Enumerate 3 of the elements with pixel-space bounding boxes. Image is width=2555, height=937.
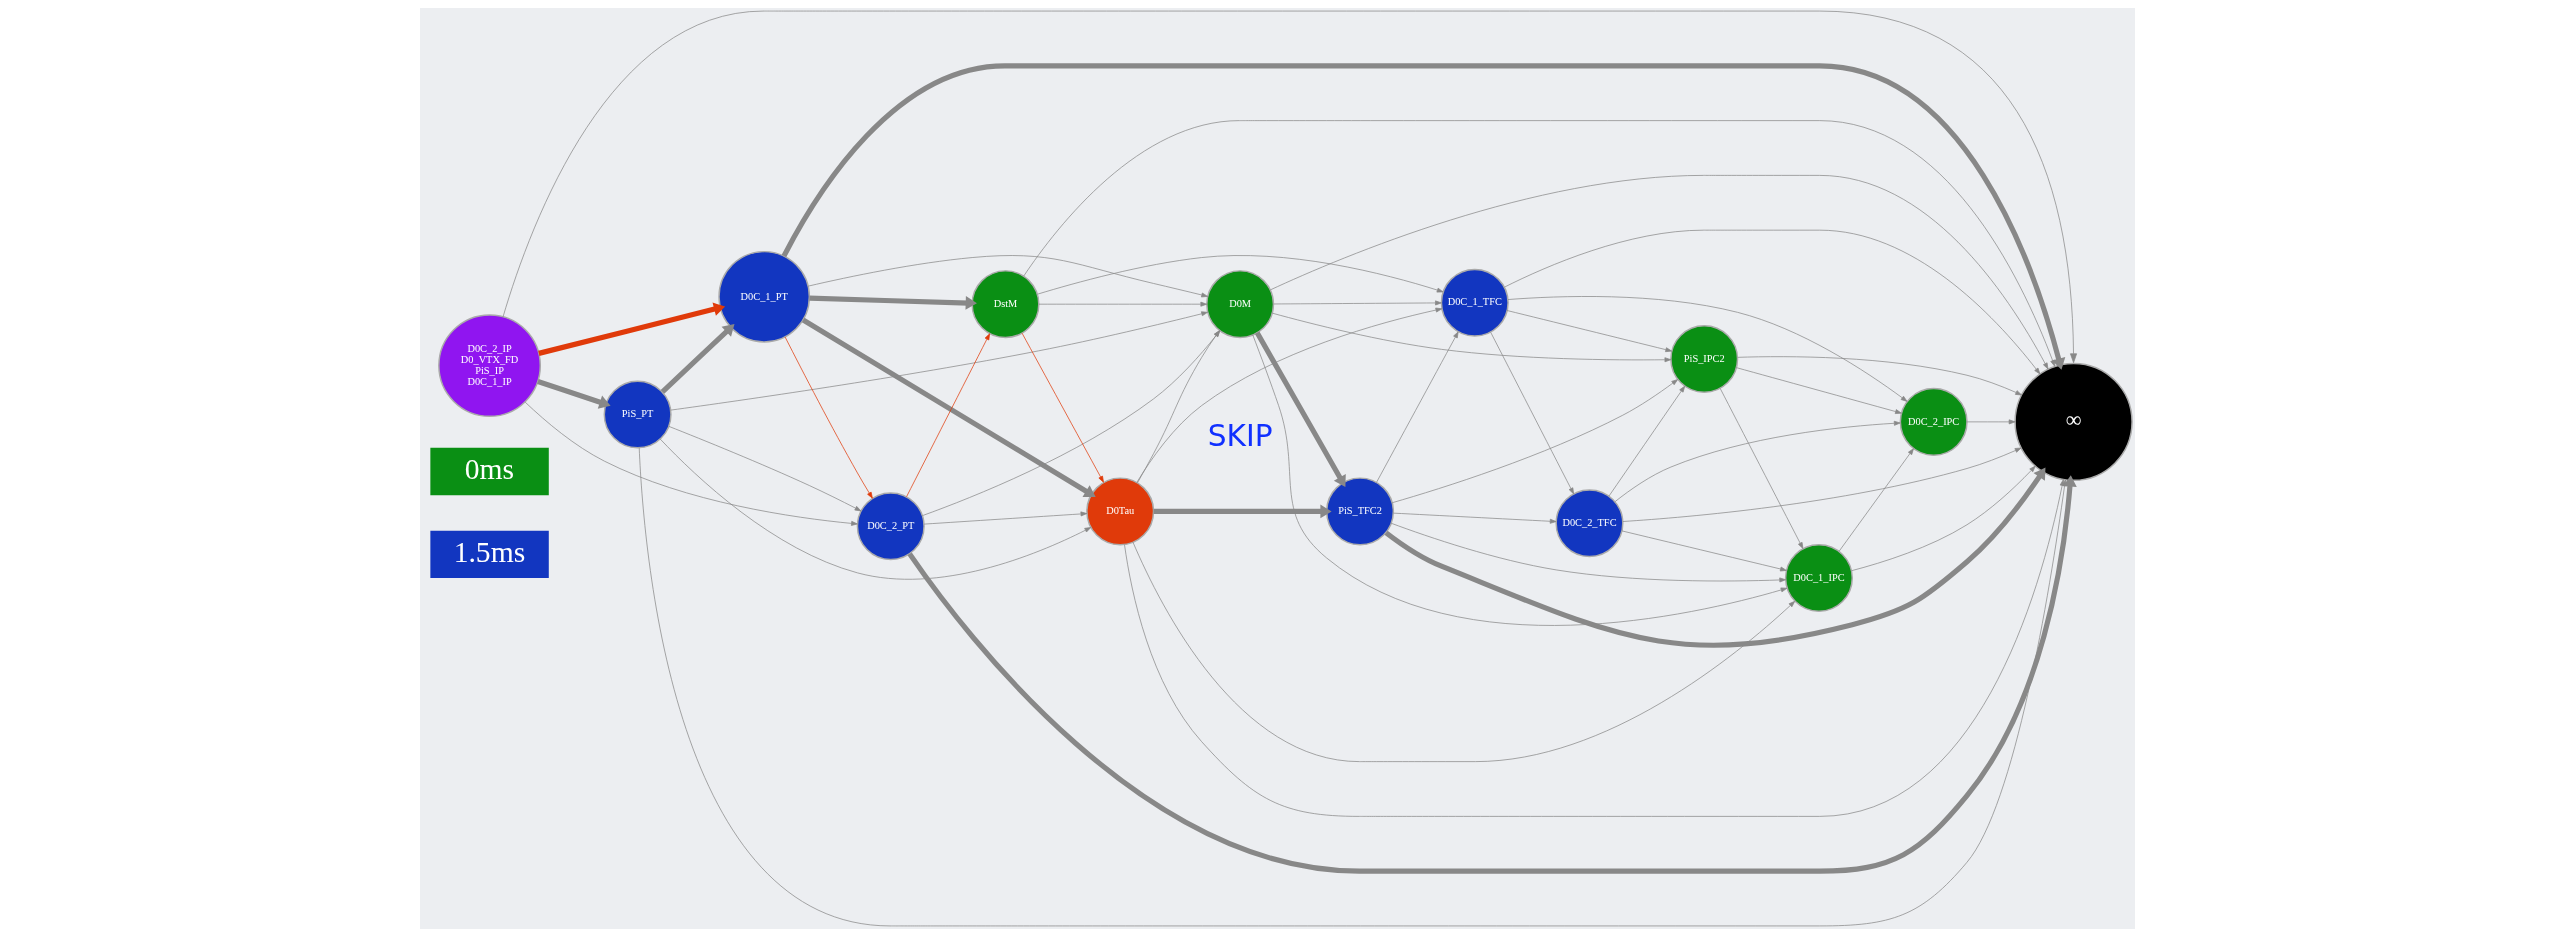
legend-label: 1.5ms bbox=[453, 535, 526, 568]
label: SKIP bbox=[1207, 418, 1273, 453]
legend-label: 0ms bbox=[464, 452, 515, 485]
